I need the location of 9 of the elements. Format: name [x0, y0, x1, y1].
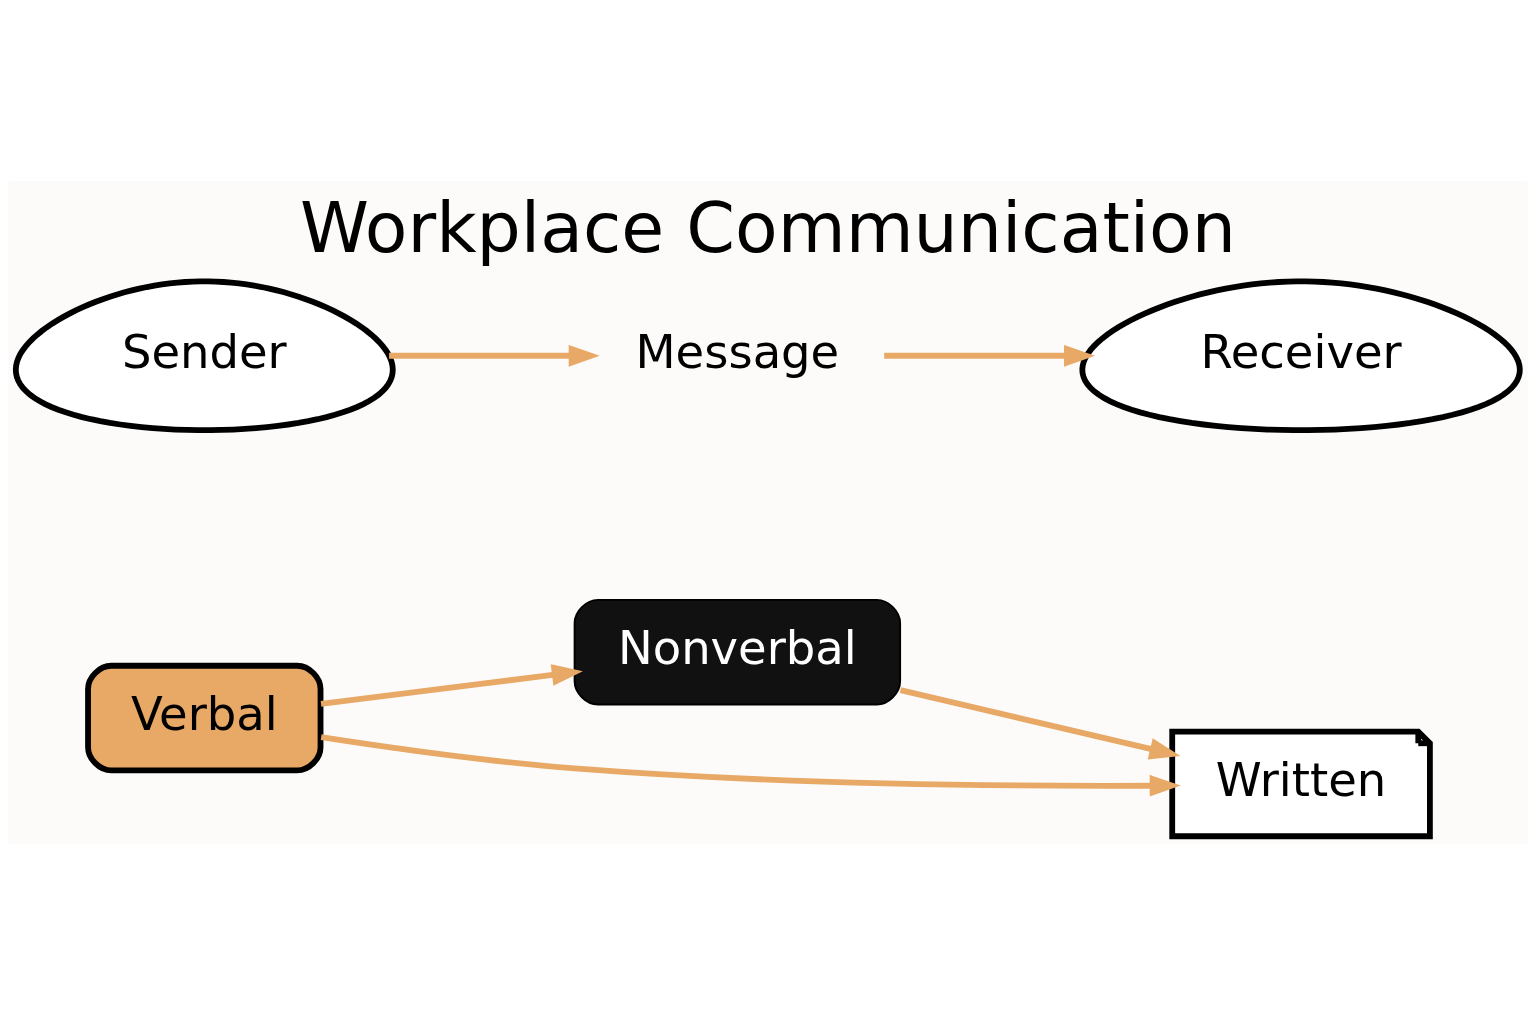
arrow	[320, 663, 583, 707]
arrow	[320, 733, 1181, 797]
arrow	[899, 686, 1181, 759]
node-box: Nonverbal	[573, 598, 902, 705]
arrow	[884, 344, 1096, 367]
arrow	[389, 344, 600, 367]
diagram-title: Workplace Communication	[299, 186, 1236, 268]
node-text: Message	[635, 324, 840, 379]
node-box: Verbal	[85, 662, 324, 773]
